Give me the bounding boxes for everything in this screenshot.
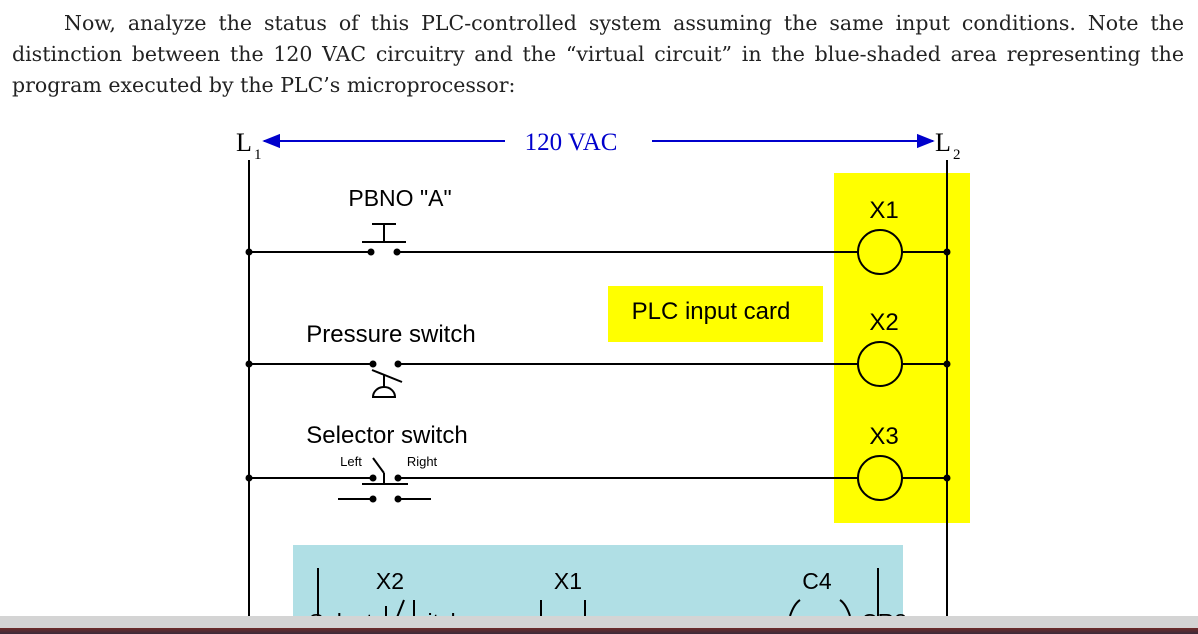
plc-input-card-label-box [608, 286, 823, 342]
input-x2-symbol [857, 341, 903, 387]
voltage-label: 120 VAC [525, 129, 618, 156]
selector-left-label: Left [340, 454, 362, 469]
l2-label: L [935, 128, 951, 157]
pbno-label: PBNO "A" [348, 185, 451, 211]
plc-input-card-area [834, 173, 970, 523]
x2-label: X2 [869, 309, 898, 336]
program-area [293, 545, 903, 625]
window-bottom-edge [0, 616, 1198, 634]
pressure-switch-label: Pressure switch [306, 321, 475, 348]
plc-input-card-label: PLC input card [632, 298, 791, 325]
l1-label: L [236, 128, 252, 157]
ladder-x2-label: X2 [376, 568, 404, 594]
l1-subscript: 1 [254, 147, 262, 163]
input-x3-symbol [857, 455, 903, 501]
selector-right-label: Right [407, 454, 438, 469]
rung-pbno [245, 223, 951, 275]
l2-subscript: 2 [953, 147, 961, 163]
ladder-c4-label: C4 [802, 568, 832, 594]
rung-selector [245, 455, 951, 503]
selector-switch-label: Selector switch [306, 422, 467, 449]
x3-label: X3 [869, 423, 898, 450]
intro-paragraph: Now, analyze the status of this PLC-cont… [12, 11, 1184, 97]
rung-pressure [245, 341, 951, 398]
ladder-x1-label: X1 [554, 568, 582, 594]
x1-label: X1 [869, 197, 898, 224]
input-x1-symbol [857, 229, 903, 275]
